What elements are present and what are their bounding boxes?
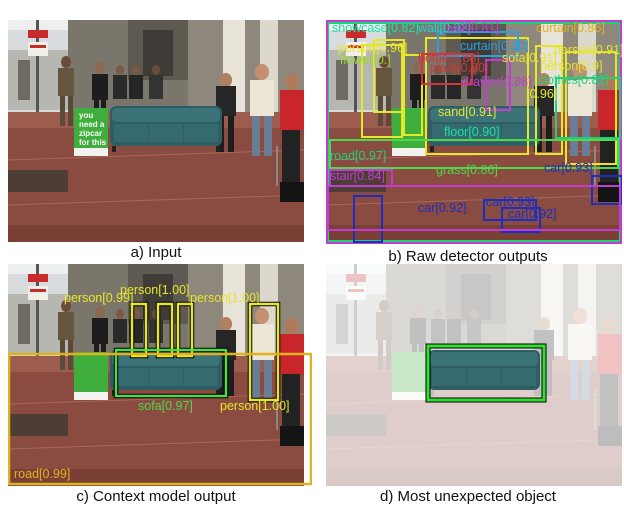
caption-d: d) Most unexpected object: [380, 488, 556, 505]
raw-label: [0.96]: [526, 87, 557, 101]
raw-box: [437, 31, 519, 57]
panel-unexpected: [326, 264, 622, 486]
raw-label: clothes[0.82]: [538, 73, 609, 87]
raw-label: curtain[0.86]: [536, 21, 605, 35]
raw-box: [555, 77, 621, 139]
raw-label: car[0.92]: [418, 201, 467, 215]
raw-box: [591, 175, 622, 205]
context-label: person[1.00]: [120, 283, 190, 297]
raw-label: car[0.92]: [508, 207, 557, 221]
raw-label: sand[0.91]: [438, 105, 496, 119]
sign-line-3: zipcar: [79, 129, 102, 138]
sign-line-4: for this: [79, 138, 107, 147]
raw-box: [501, 207, 541, 233]
raw-label: showcase[0.82]: [332, 21, 419, 35]
raw-photo: showcase[0.82] wall[0.92] wall[0.81] cur…: [326, 20, 622, 244]
raw-label: wall[0.92]: [417, 21, 471, 35]
sign-line-1: you: [79, 111, 93, 120]
raw-label: bottle[0.88]: [418, 51, 480, 65]
context-label: person[1.00]: [220, 399, 290, 413]
context-photo: person[1.00] person[0.99] person[1.00] s…: [8, 264, 312, 486]
raw-label: grass[0.86]: [436, 163, 498, 177]
raw-box: [329, 139, 619, 169]
raw-box: [353, 195, 383, 243]
caption-a: a) Input: [130, 244, 182, 261]
raw-label: road[0.97]: [330, 149, 386, 163]
context-box: [130, 302, 148, 358]
raw-label: person[0.9]: [540, 59, 603, 73]
raw-box: [483, 199, 537, 221]
raw-box: [327, 185, 621, 231]
context-box: [8, 352, 312, 486]
raw-label: person[0.96]: [338, 41, 408, 55]
context-box: [248, 302, 280, 402]
caption-c: c) Context model output: [76, 488, 236, 505]
context-box: [114, 348, 228, 398]
raw-box: [403, 54, 423, 136]
context-label: sofa[0.97]: [138, 399, 193, 413]
context-box: [156, 302, 174, 358]
sign-line-2: need a: [79, 120, 105, 129]
raw-box: [421, 53, 473, 85]
panel-input: you need a zipcar for this: [8, 20, 304, 242]
raw-box: [425, 37, 529, 155]
raw-label: curtain[0.90]: [460, 39, 529, 53]
raw-label: car[0.93]: [486, 195, 535, 209]
raw-label: stair[0.84]: [330, 169, 385, 183]
context-box: [176, 302, 194, 358]
raw-box: [535, 45, 563, 155]
raw-label: plant[0.90]: [430, 61, 488, 75]
raw-label: person[0.91]: [554, 43, 622, 57]
raw-label: sofa[0.91]: [502, 51, 557, 65]
panel-raw: showcase[0.82] wall[0.92] wall[0.81] cur…: [326, 20, 622, 246]
context-label: road[0.99]: [14, 467, 70, 481]
raw-box: [485, 59, 511, 111]
context-label: person[1.00]: [190, 291, 260, 305]
caption-b: b) Raw detector outputs: [388, 248, 548, 265]
unexpected-box: [426, 344, 546, 402]
raw-label: car[0.93]: [544, 161, 593, 175]
raw-label: floor[0.90]: [444, 125, 500, 139]
raw-label: flower[0.]: [340, 53, 391, 67]
panel-context: person[1.00] person[0.99] person[1.00] s…: [8, 264, 312, 486]
raw-label: drawer[0.88]: [462, 75, 531, 89]
raw-box: [565, 51, 617, 165]
raw-label: wall[0.81]: [445, 21, 499, 35]
context-label: person[0.99]: [64, 291, 134, 305]
raw-box: [361, 44, 403, 138]
unexpected-photo: [326, 264, 622, 486]
input-photo: you need a zipcar for this: [8, 20, 304, 242]
